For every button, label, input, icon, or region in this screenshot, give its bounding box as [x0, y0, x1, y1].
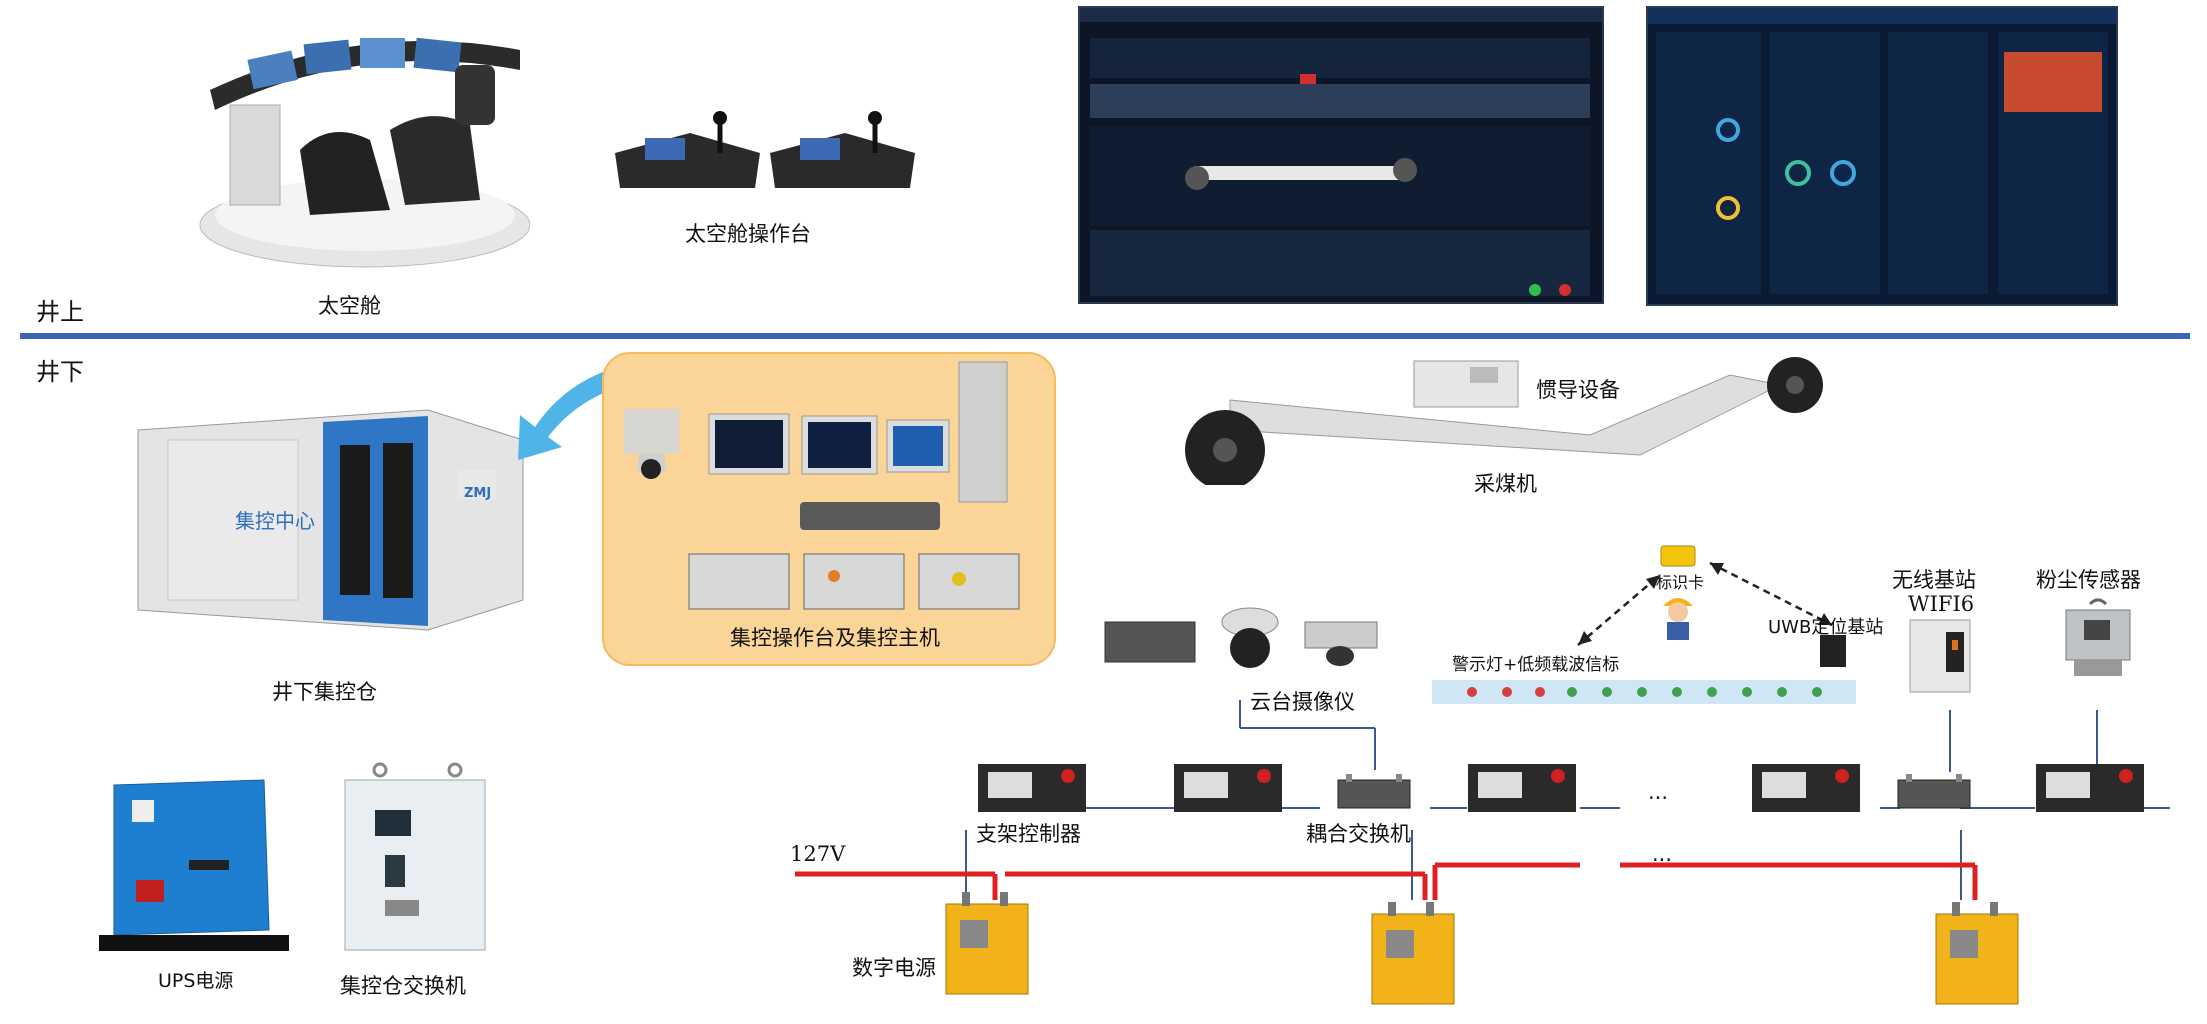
analytics-dashboard-panel	[1646, 6, 2118, 306]
ellipsis-power: ···	[1652, 848, 1673, 872]
capsule-label: 太空舱	[318, 294, 381, 318]
digital-power-3	[1930, 900, 2022, 1010]
ellipsis-network: ···	[1648, 786, 1669, 810]
support-controller-1	[976, 762, 1088, 814]
wireless-station-image	[1908, 618, 1972, 694]
ups-image	[94, 770, 294, 960]
inertial-device-image	[1410, 355, 1522, 415]
support-controller-5	[2034, 762, 2146, 814]
control-cabin-label: 井下集控仓	[272, 680, 377, 704]
id-card-label: 标识卡	[1656, 573, 1705, 592]
dust-sensor-image	[2060, 598, 2136, 684]
cabin-switch-label: 集控仓交换机	[340, 974, 466, 998]
uwb-label: UWB定位基站	[1768, 617, 1884, 638]
central-console-panel	[602, 352, 1056, 666]
digital-power-2	[1366, 900, 1458, 1010]
zone-label-above: 井上	[36, 298, 84, 326]
coupling-switch-label: 耦合交换机	[1306, 822, 1411, 846]
space-capsule-image	[190, 10, 530, 280]
capsule-console-label: 太空舱操作台	[685, 222, 811, 246]
central-console-label: 集控操作台及集控主机	[730, 626, 940, 650]
capsule-console-image	[610, 108, 920, 198]
support-controller-4	[1750, 762, 1862, 814]
camera-group-image	[1100, 600, 1385, 675]
ptz-camera-label: 云台摄像仪	[1250, 690, 1355, 714]
coupling-switch-2	[1896, 772, 1972, 814]
warning-beacon-strip	[1432, 676, 1856, 708]
inertial-label: 惯导设备	[1536, 378, 1620, 402]
zone-divider	[20, 333, 2190, 339]
ups-label: UPS电源	[158, 970, 234, 992]
support-controller-2	[1172, 762, 1284, 814]
uwb-station-image	[1818, 633, 1848, 669]
wireless-station-label: 无线基站	[1892, 568, 1976, 592]
warning-light-label: 警示灯+低频载波信标	[1452, 655, 1620, 675]
control-cabin-image	[128, 400, 528, 640]
coupling-switch-1	[1336, 772, 1412, 814]
shearer-image	[1170, 355, 1850, 485]
cabin-brand: ZMJ	[464, 486, 492, 501]
support-controller-label: 支架控制器	[976, 822, 1081, 846]
digital-power-1	[940, 890, 1032, 1000]
worker-icon	[1655, 590, 1701, 646]
zone-label-below: 井下	[36, 358, 84, 386]
voltage-label: 127V	[790, 842, 846, 866]
dust-sensor-label: 粉尘传感器	[2036, 568, 2141, 592]
support-controller-3	[1466, 762, 1578, 814]
id-card-icon	[1660, 545, 1696, 567]
wifi-label: WIFI6	[1908, 592, 1975, 616]
shearer-label: 采煤机	[1474, 472, 1537, 496]
digital-power-label: 数字电源	[852, 956, 936, 980]
cabin-switch-image	[335, 760, 495, 960]
positioning-dashed-links	[1570, 545, 1840, 655]
cabin-sign: 集控中心	[235, 509, 315, 533]
hmi-screenshot-panel	[1078, 6, 1604, 304]
